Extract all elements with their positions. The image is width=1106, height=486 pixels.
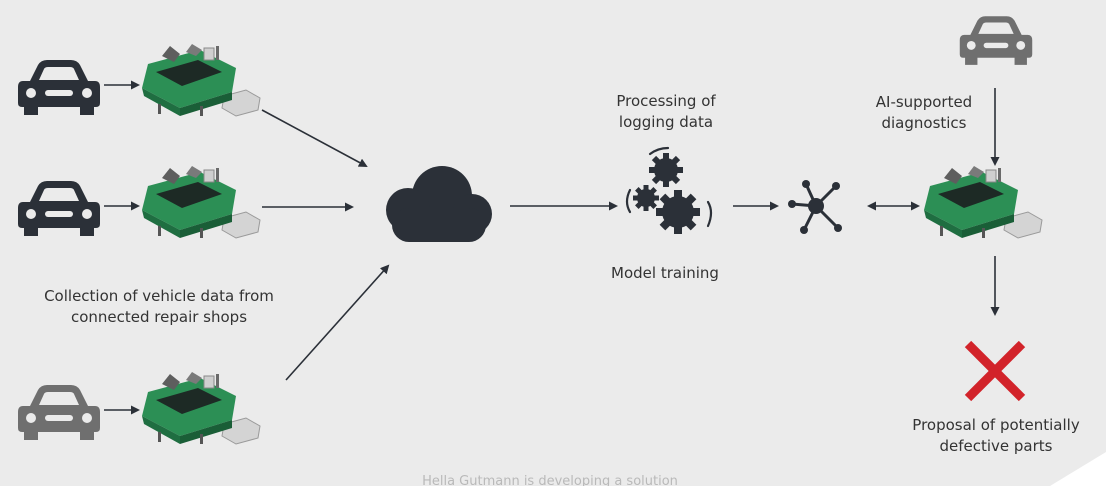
diagnostic-device-icon xyxy=(924,166,1043,239)
arrow-device3-cloud xyxy=(285,264,390,381)
diagnostic-device-icon xyxy=(142,166,261,239)
diagnostic-device-icon xyxy=(142,44,261,117)
diagnostic-device-icon xyxy=(142,372,261,445)
cloud-icon xyxy=(386,166,492,242)
label-model-training: Model training xyxy=(611,264,719,282)
gears-icon xyxy=(625,146,713,234)
label-ai-diagnostics: AI-supported diagnostics xyxy=(875,93,973,132)
label-proposal: Proposal of potentially defective parts xyxy=(912,416,1080,455)
network-hub-icon xyxy=(788,180,842,234)
label-processing: Processing of logging data xyxy=(616,92,716,131)
cross-icon xyxy=(964,340,1026,402)
car-icon xyxy=(18,181,100,236)
car-icon xyxy=(18,60,100,115)
caption: Hella Gutmann is developing a solution xyxy=(422,474,678,486)
car-icon xyxy=(959,16,1033,65)
car-icon xyxy=(18,385,100,440)
label-collection: Collection of vehicle data from connecte… xyxy=(44,287,274,326)
arrow-device1-cloud xyxy=(261,109,368,167)
